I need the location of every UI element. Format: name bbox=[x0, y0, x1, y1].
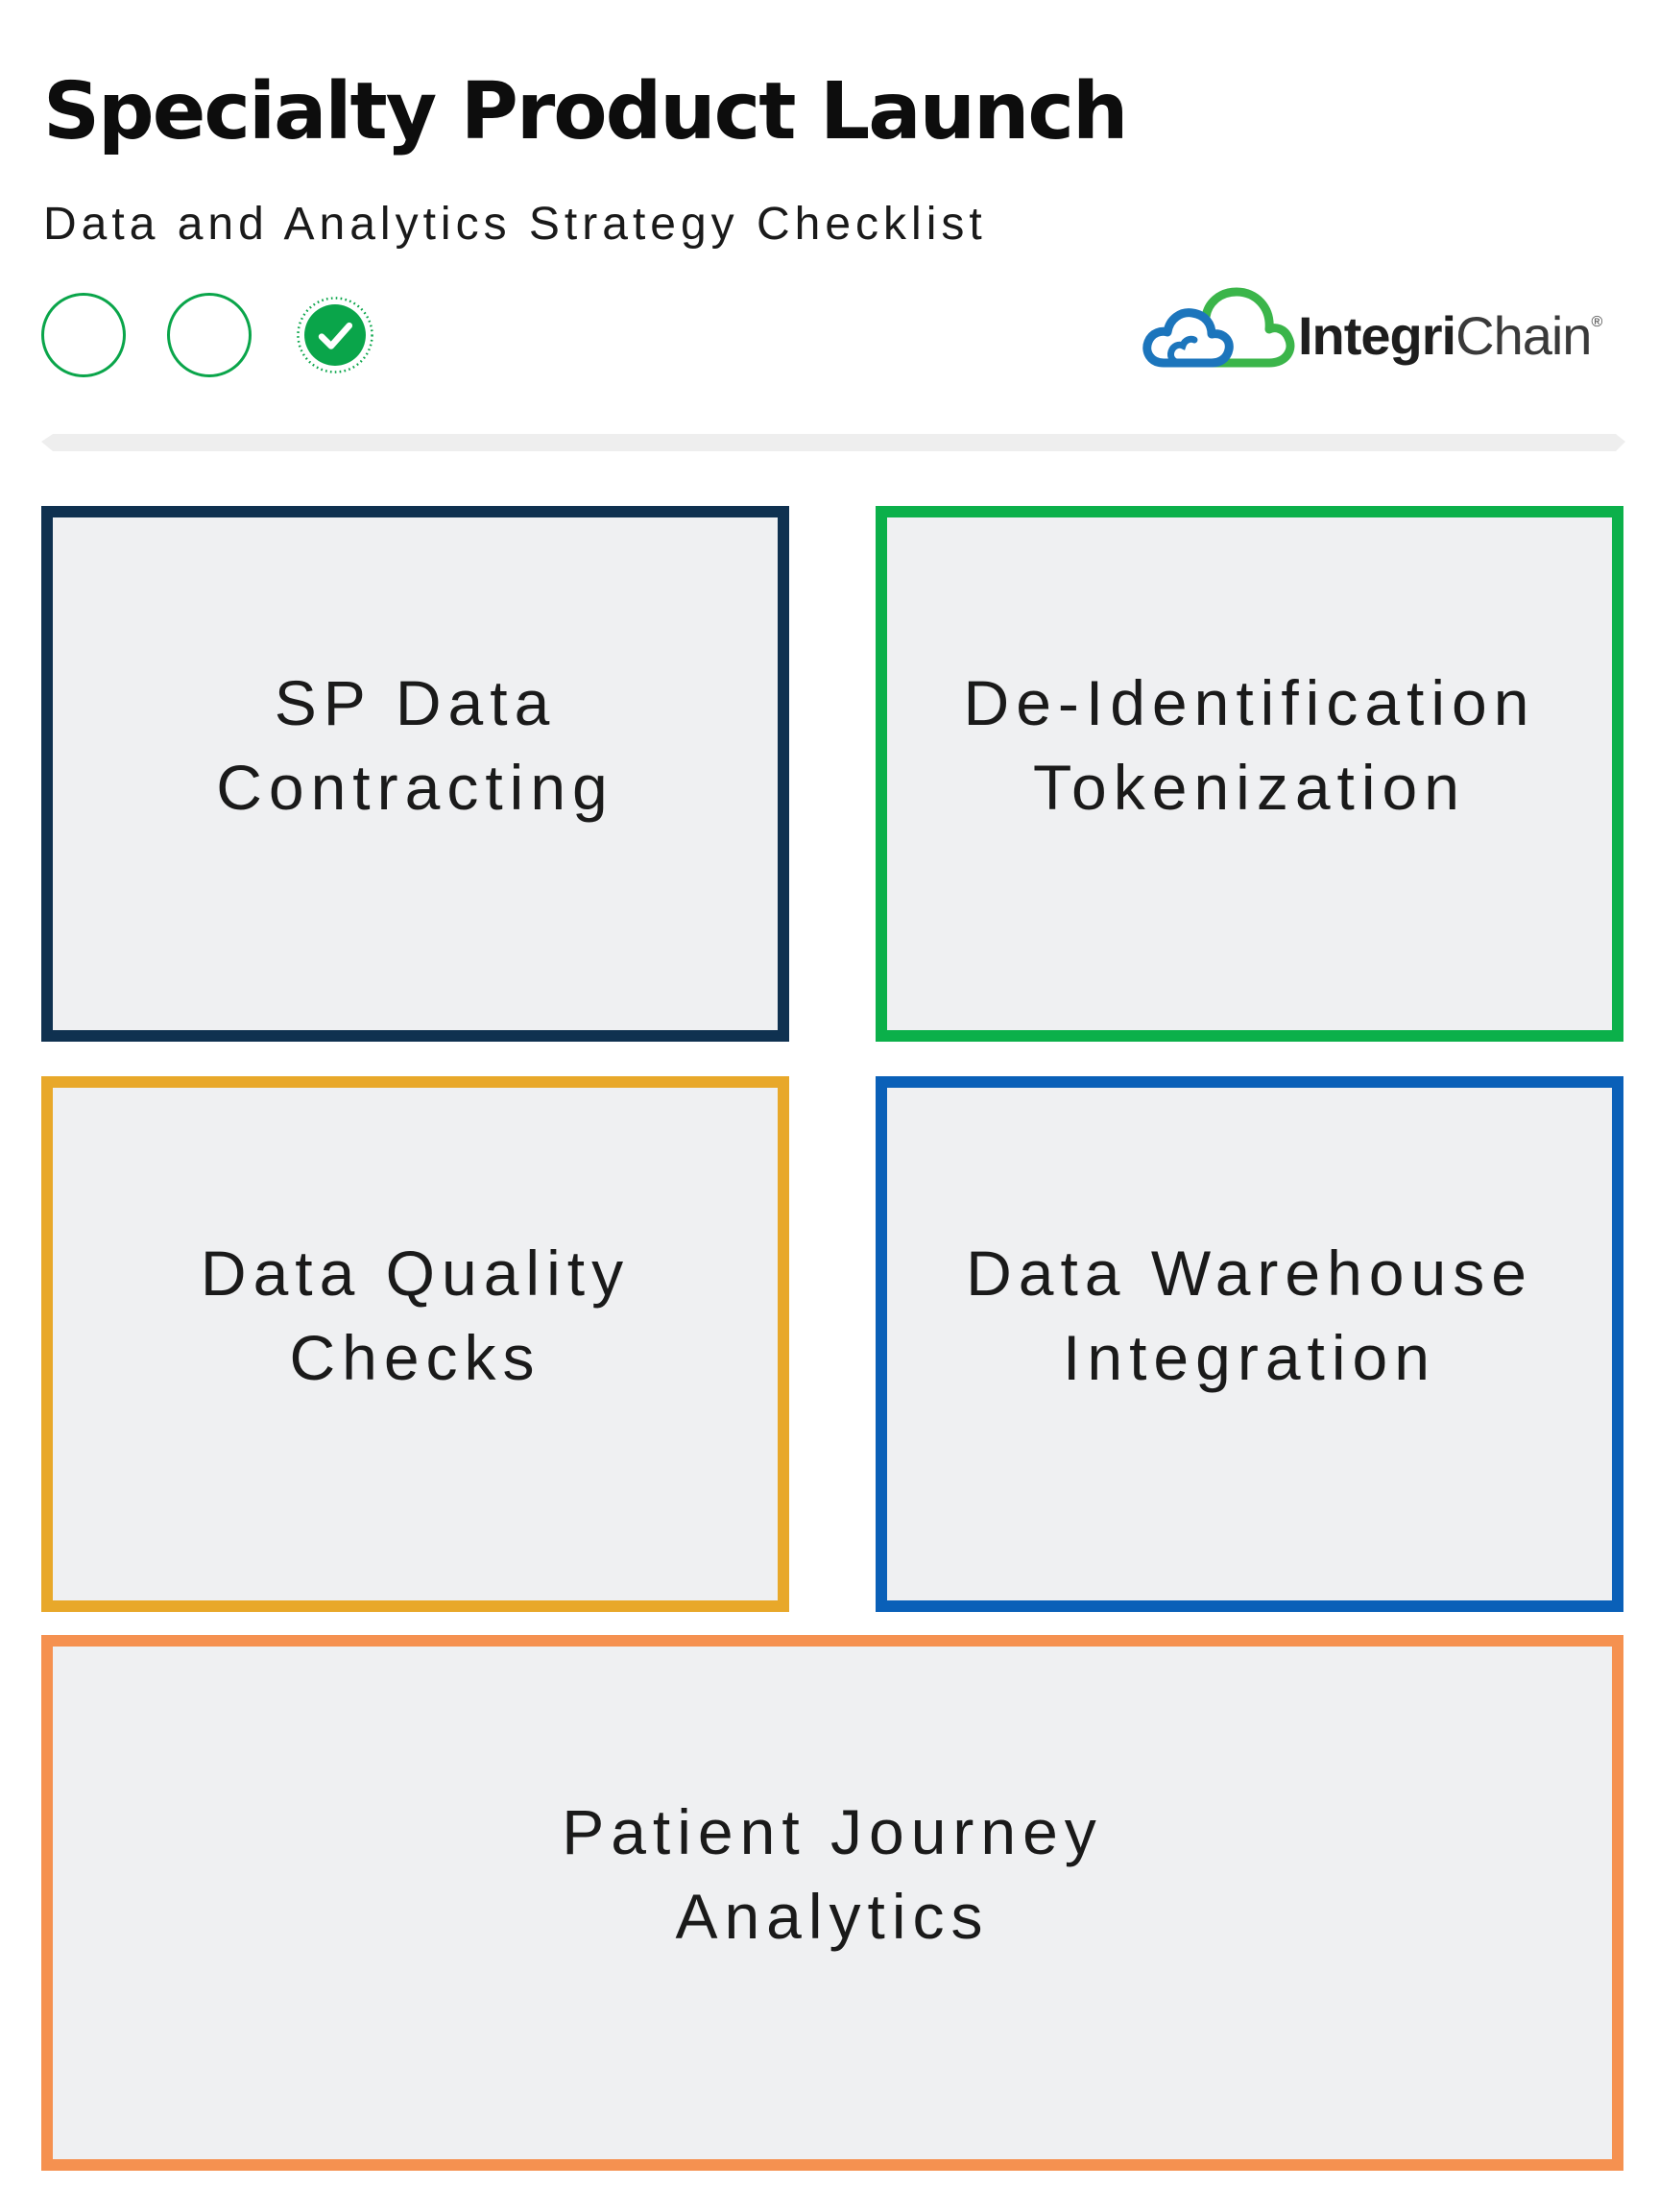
empty-circle-icon bbox=[167, 293, 252, 377]
page-subtitle: Data and Analytics Strategy Checklist bbox=[43, 199, 987, 250]
empty-circle-icon bbox=[41, 293, 126, 377]
checkmark-icon bbox=[293, 293, 377, 377]
checklist-card-sp-data-contracting: SP Data Contracting bbox=[41, 506, 789, 1042]
integrichain-logo: IntegriChain® bbox=[1135, 269, 1602, 384]
card-label: Data Warehouse Integration bbox=[966, 1238, 1533, 1393]
logo-text-integri: Integri bbox=[1298, 305, 1456, 366]
card-label: SP Data Contracting bbox=[216, 667, 614, 823]
registered-mark: ® bbox=[1591, 314, 1602, 330]
header-divider bbox=[41, 426, 1625, 455]
checklist-card-de-identification: De-Identification Tokenization bbox=[876, 506, 1623, 1042]
card-label: Data Quality Checks bbox=[200, 1238, 631, 1393]
logo-wordmark: IntegriChain® bbox=[1298, 309, 1602, 363]
card-label: De-Identification Tokenization bbox=[963, 667, 1536, 823]
checklist-card-patient-journey: Patient Journey Analytics bbox=[41, 1635, 1623, 2171]
page-title: Specialty Product Launch bbox=[43, 66, 1128, 157]
checklist-card-data-warehouse: Data Warehouse Integration bbox=[876, 1076, 1623, 1612]
cloud-logo-icon bbox=[1142, 287, 1295, 368]
checklist-card-data-quality: Data Quality Checks bbox=[41, 1076, 789, 1612]
progress-steps bbox=[41, 293, 397, 381]
card-label: Patient Journey Analytics bbox=[562, 1796, 1103, 1952]
logo-text-chain: Chain bbox=[1455, 305, 1592, 366]
